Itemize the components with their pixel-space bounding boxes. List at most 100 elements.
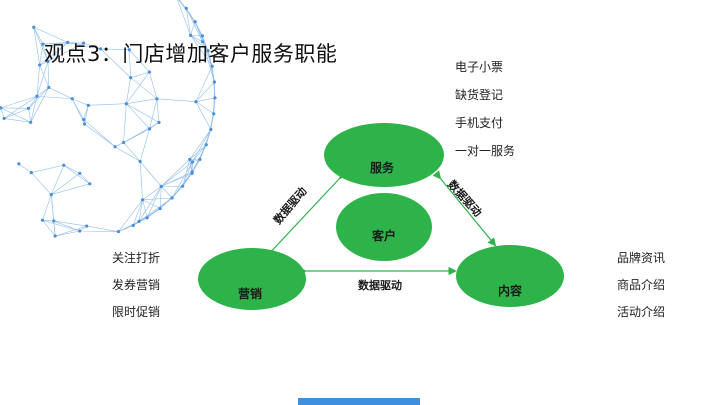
content-item: 商品介绍 [617, 278, 666, 292]
globe-link [192, 129, 212, 163]
bottom-accent-bar [298, 398, 420, 405]
globe-link [53, 220, 80, 232]
globe-link [156, 98, 196, 102]
globe-link [0, 107, 5, 119]
globe-node [212, 112, 216, 116]
globe-link [42, 219, 54, 222]
globe-link [186, 8, 191, 36]
globe-link [190, 35, 213, 67]
globe-link [47, 42, 84, 62]
globe-link [202, 41, 215, 83]
globe-link [138, 199, 143, 222]
globe-link [123, 142, 141, 162]
node-service: 服务 [324, 123, 444, 187]
globe-link [195, 97, 216, 102]
globe-link [33, 27, 44, 45]
content-item: 活动介绍 [617, 305, 666, 319]
globe-node [88, 182, 92, 186]
globe-node [131, 223, 135, 228]
globe-node [206, 49, 210, 53]
edge-label-right: 数据驱动 [445, 177, 485, 219]
globe-node [66, 40, 70, 45]
globe-node [98, 47, 103, 51]
globe-node [62, 163, 66, 167]
globe-node [49, 192, 53, 197]
globe-link [0, 107, 31, 123]
globe-link [36, 65, 40, 97]
globe-link [139, 161, 143, 200]
globe-link [114, 128, 150, 148]
globe-node [198, 157, 202, 161]
marketing-item: 限时促销 [112, 305, 161, 319]
globe-link [36, 61, 49, 97]
globe-link [190, 35, 203, 42]
globe-node [147, 70, 151, 74]
globe-node [82, 122, 87, 126]
globe-link [33, 27, 40, 66]
globe-link [129, 49, 150, 73]
globe-link [86, 225, 119, 232]
globe-link [33, 26, 68, 43]
globe-link [28, 96, 38, 109]
globe-link [142, 186, 162, 201]
edge-service-marketing-arrow [263, 170, 348, 260]
globe-node [40, 218, 45, 222]
globe-link [39, 64, 50, 88]
globe-link [149, 71, 158, 99]
globe-link [55, 230, 80, 237]
globe-link [28, 87, 50, 109]
globe-link [18, 163, 32, 173]
globe-link [156, 98, 160, 123]
globe-node [85, 224, 89, 228]
globe-node [155, 97, 159, 101]
globe-link [83, 119, 116, 147]
globe-link [79, 173, 90, 185]
globe-link [132, 199, 143, 226]
globe-link [142, 197, 173, 201]
globe-node [81, 41, 86, 45]
globe-node [26, 106, 31, 110]
globe-node [188, 157, 192, 162]
globe-link [55, 225, 87, 237]
globe-link [159, 186, 162, 209]
globe-node [113, 145, 117, 149]
globe-node [35, 94, 39, 98]
globe-node [38, 63, 42, 67]
globe-link [100, 48, 131, 78]
globe-link [83, 42, 101, 50]
globe-link [146, 186, 162, 218]
globe-link [195, 81, 215, 102]
globe-link [72, 98, 89, 106]
globe-node [70, 97, 74, 101]
marketing-item: 发券营销 [112, 278, 161, 292]
edge-service-content-arrow [432, 170, 497, 247]
globe-node [204, 143, 208, 147]
globe-link [149, 98, 158, 129]
globe-node [194, 100, 198, 104]
globe-link [31, 164, 64, 173]
globe-link [161, 161, 193, 187]
globe-link [53, 220, 87, 227]
globe-link [48, 87, 73, 100]
service-item: 缺货登记 [455, 88, 504, 102]
globe-link [189, 129, 212, 160]
globe-link [83, 105, 89, 120]
node-service-label: 服务 [370, 160, 395, 175]
globe-link [42, 42, 84, 45]
globe-node [157, 120, 161, 125]
service-item: 一对一服务 [455, 144, 516, 158]
globe-node [137, 219, 141, 223]
globe-link [30, 96, 38, 123]
globe-node [121, 140, 126, 145]
globe-link [71, 98, 84, 120]
slide-title: 观点3：门店增加客户服务职能 [44, 42, 338, 66]
service-item: 电子小票 [455, 60, 504, 74]
node-content: 内容 [456, 245, 564, 307]
globe-link [42, 219, 56, 237]
globe-node [147, 127, 152, 131]
globe-link [171, 161, 193, 199]
globe-node [116, 230, 121, 234]
globe-node [127, 48, 131, 52]
globe-node [212, 80, 217, 84]
